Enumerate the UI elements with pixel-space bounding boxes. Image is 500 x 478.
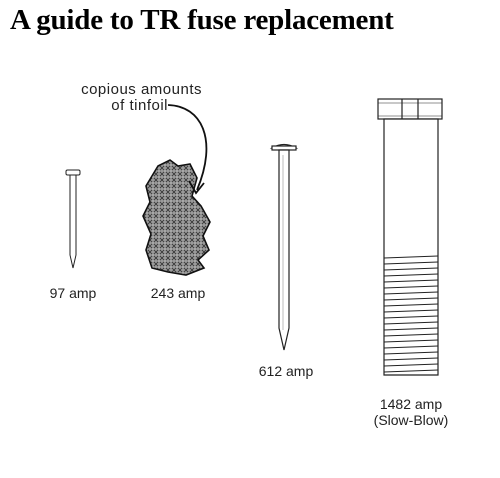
page-title: A guide to TR fuse replacement bbox=[10, 4, 394, 36]
tinfoil-label: 243 amp bbox=[150, 285, 206, 301]
bolt-icon bbox=[377, 98, 443, 376]
annotation-arrow-icon bbox=[167, 104, 208, 195]
annotation-line-2: of tinfoil bbox=[111, 97, 168, 114]
tinfoil-annotation: copious amounts of tinfoil bbox=[52, 82, 202, 114]
small-nail-label: 97 amp bbox=[49, 285, 97, 301]
small-nail-icon bbox=[65, 169, 81, 269]
annotation-line-1: copious amounts bbox=[81, 81, 202, 98]
bolt-label-amp: 1482 amp bbox=[379, 396, 443, 412]
bolt-label-sub: (Slow-Blow) bbox=[373, 412, 449, 428]
tinfoil-wad-icon bbox=[142, 159, 211, 276]
large-nail-icon bbox=[269, 143, 299, 351]
bolt-label: 1482 amp (Slow-Blow) bbox=[358, 396, 464, 428]
large-nail-label: 612 amp bbox=[258, 363, 314, 379]
